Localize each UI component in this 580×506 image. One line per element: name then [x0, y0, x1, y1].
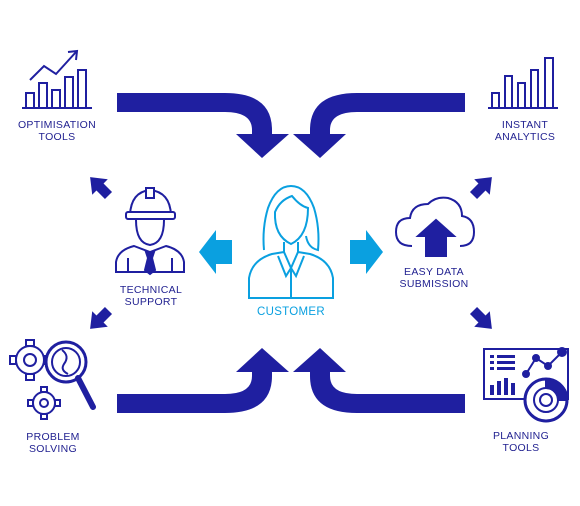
easy-data-submission-line-2: SUBMISSION — [399, 278, 469, 290]
technical-support-label: TECHNICAL SUPPORT — [104, 284, 198, 308]
easy-data-submission-label: EASY DATA SUBMISSION — [386, 266, 482, 290]
curved-arrow-bottom-right — [293, 348, 465, 413]
curved-arrow-top-left — [117, 93, 289, 158]
planning-tools-label: PLANNING TOOLS — [474, 430, 568, 454]
technical-support-line-2: SUPPORT — [124, 296, 178, 308]
gears-magnifier-icon — [9, 339, 96, 420]
planning-tools-line-1: PLANNING — [492, 430, 550, 442]
curved-arrow-top-right — [293, 93, 465, 158]
diagonal-arrow-lower-right — [469, 306, 492, 329]
problem-solving-line-1: PROBLEM — [26, 431, 80, 443]
bar-chart-icon — [488, 57, 558, 109]
arrow-right-light-blue — [350, 230, 383, 274]
instant-analytics-label: INSTANT ANALYTICS — [478, 119, 572, 143]
diagonal-arrow-upper-left — [90, 177, 113, 200]
planning-tools-line-2: TOOLS — [502, 442, 540, 454]
curved-arrow-bottom-left — [117, 348, 289, 413]
instant-analytics-line-2: ANALYTICS — [494, 131, 556, 143]
easy-data-submission-line-1: EASY DATA — [404, 266, 464, 278]
problem-solving-label: PROBLEM SOLVING — [6, 431, 100, 455]
arrow-left-light-blue — [199, 230, 232, 274]
cloud-upload-icon — [394, 196, 476, 257]
diagonal-arrow-lower-left — [90, 306, 113, 329]
diagonal-arrow-upper-right — [469, 177, 492, 200]
dashboard-chart-icon — [483, 347, 569, 423]
optimisation-tools-line-1: OPTIMISATION — [17, 119, 97, 131]
optimisation-tools-label: OPTIMISATION TOOLS — [10, 119, 104, 143]
bar-chart-trend-icon — [22, 49, 92, 109]
customer-label: CUSTOMER — [241, 306, 341, 318]
instant-analytics-line-1: INSTANT — [501, 119, 549, 131]
customer-text: CUSTOMER — [257, 306, 325, 318]
optimisation-tools-line-2: TOOLS — [38, 131, 76, 143]
woman-user-icon — [248, 184, 334, 299]
engineer-hardhat-icon — [115, 187, 185, 276]
problem-solving-line-2: SOLVING — [28, 443, 77, 455]
technical-support-line-1: TECHNICAL — [119, 284, 183, 296]
